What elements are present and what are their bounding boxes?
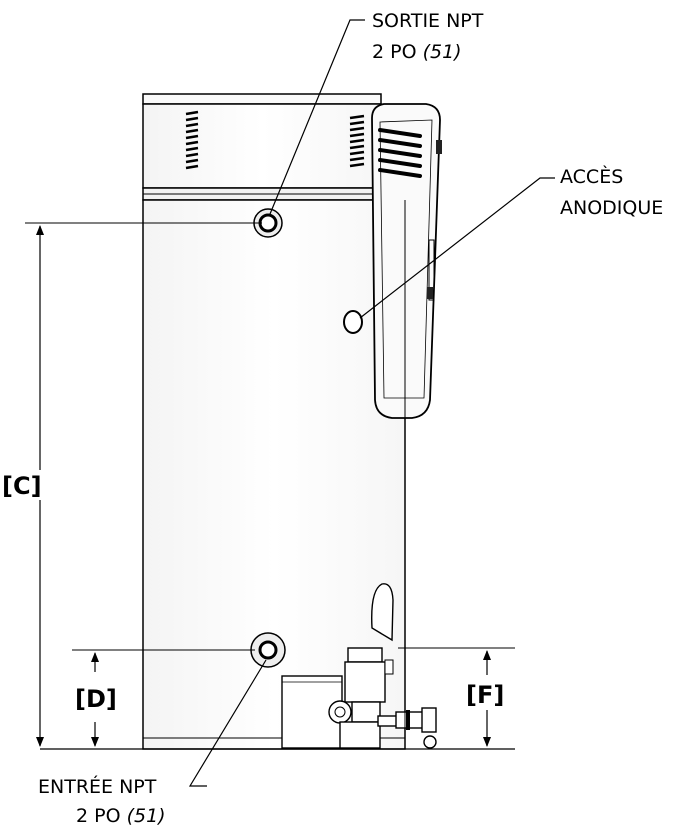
inlet-label-line1: ENTRÉE NPT [38,775,157,798]
panel-vents [378,128,422,178]
dimension-c-label: [C] [2,472,42,500]
inlet-label-line2: 2 PO (51) [76,805,166,827]
leader-outlet [269,19,365,215]
gas-valve-assembly [281,583,437,749]
dimension-d-label: [D] [75,685,117,713]
anode-access-port [343,310,363,334]
side-control-panel [371,103,442,419]
anode-label-line1: ACCÈS [560,165,623,188]
vent-louvers-left [185,110,199,170]
outlet-label-line2: 2 PO (51) [372,41,462,63]
dimension-f-label: [F] [466,681,504,709]
tank-top-cap [142,93,382,105]
anode-label-line2: ANODIQUE [560,197,663,219]
upper-housing [142,103,382,189]
leader-anode [359,177,555,319]
vent-louvers-right [349,114,365,168]
leader-inlet [188,659,267,787]
outlet-label-line1: SORTIE NPT [372,10,484,32]
inlet-fitting [250,632,286,668]
